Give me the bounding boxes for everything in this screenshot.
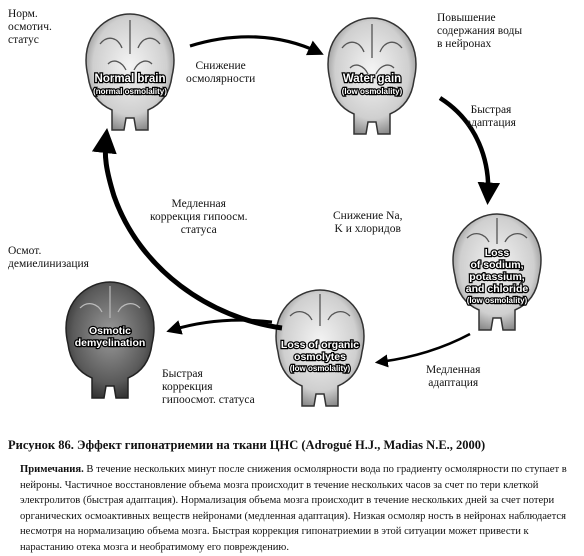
arrow-normal-to-water <box>189 35 324 56</box>
label-slow-correction: Медленная коррекция гипоосм. статуса <box>150 198 248 236</box>
hyponatremia-cycle-diagram: Normal brain (normal osmolality) Water g… <box>65 13 542 407</box>
brain-line3: potassium, <box>469 271 525 283</box>
label-osmolality-decrease: Снижение осмолярности <box>186 60 256 85</box>
brain-line2: demyelination <box>75 337 146 349</box>
brain-line1: Loss of organic <box>281 339 359 351</box>
label-normal-status: Норм. осмотич. статус <box>8 8 52 46</box>
label-osmotic-demyelination: Осмот. демиелинизация <box>8 245 89 270</box>
brain-subtitle: (low osmolality) <box>467 296 528 305</box>
brain-osmotic-demyelination: Osmotic demyelination <box>65 281 155 399</box>
brain-subtitle: (low osmolality) <box>342 87 403 96</box>
figure-caption: Рисунок 86. Эффект гипонатриемии на ткан… <box>8 438 486 452</box>
brain-line2: osmolytes <box>294 351 346 363</box>
brain-normal: Normal brain (normal osmolality) <box>85 13 175 131</box>
brain-line4: and chloride <box>466 283 529 295</box>
label-loss-ions: Снижение Na, K и хлоридов <box>333 210 403 235</box>
brain-subtitle: (low osmolality) <box>290 364 351 373</box>
arrow-water-to-loss-ions <box>438 96 501 205</box>
brain-water-gain: Water gain (low osmolality) <box>327 17 417 135</box>
arrow-loss-ions-to-osmolytes <box>374 332 471 368</box>
notes-heading: Примечания. <box>20 464 84 475</box>
brain-subtitle: (normal osmolality) <box>93 87 167 96</box>
notes-text: В течение нескольких минут после снижени… <box>20 464 567 553</box>
brain-line2: of sodium, <box>470 259 523 271</box>
figure-notes: Примечания. В течение нескольких минут п… <box>20 462 580 556</box>
brain-title: Normal brain <box>95 73 166 85</box>
brain-title: Water gain <box>343 73 401 85</box>
brain-line1: Osmotic <box>89 325 131 337</box>
label-water-increase: Повышение содержания воды в нейронах <box>437 12 523 50</box>
label-slow-adaptation: Медленная адаптация <box>426 364 481 389</box>
arrow-osmolytes-to-normal <box>91 128 283 331</box>
brain-loss-of-ions: Loss of sodium, potassium, and chloride … <box>452 213 542 331</box>
label-fast-correction: Быстрая коррекция гипоосмот. статуса <box>162 368 255 406</box>
brain-loss-of-osmolytes: Loss of organic osmolytes (low osmolalit… <box>275 289 365 407</box>
arrow-osmolytes-to-demyelination <box>166 318 273 335</box>
label-fast-adaptation: Быстрая адаптация <box>466 104 516 129</box>
brain-line1: Loss <box>485 247 510 259</box>
